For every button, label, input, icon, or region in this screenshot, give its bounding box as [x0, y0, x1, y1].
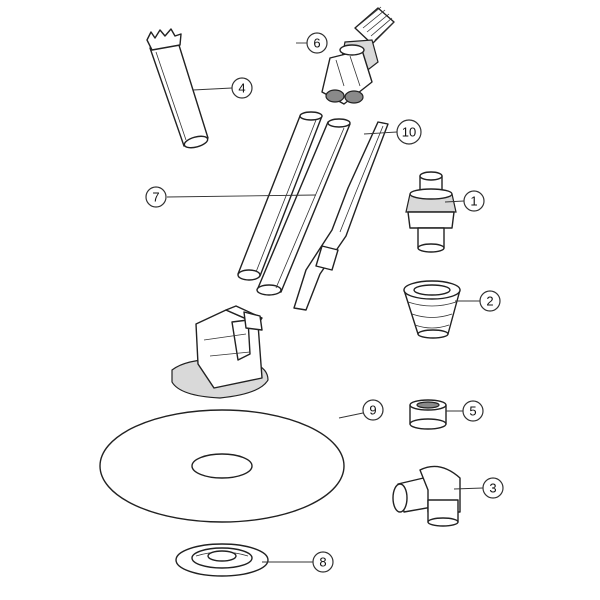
part-9-bristle-disc	[99, 409, 345, 523]
part-4-tube	[146, 28, 209, 149]
callout-6-label: 6	[313, 36, 320, 51]
callout-7: 7	[145, 186, 167, 208]
callout-10: 10	[396, 119, 422, 145]
callout-8-label: 8	[319, 555, 326, 570]
callout-5: 5	[462, 400, 484, 422]
part-7-tubes	[237, 111, 351, 296]
part-3-elbow	[392, 465, 461, 527]
callout-6: 6	[306, 32, 328, 54]
callout-3: 3	[482, 477, 504, 499]
part-6-swivel-connector	[321, 6, 395, 105]
callout-10-label: 10	[402, 125, 416, 140]
callout-7-label: 7	[152, 190, 159, 205]
callout-8: 8	[312, 551, 334, 573]
callout-9-label: 9	[369, 403, 376, 418]
callout-3-label: 3	[489, 481, 496, 496]
callout-2: 2	[479, 290, 501, 312]
part-5-ring	[409, 399, 447, 430]
callout-4: 4	[231, 77, 253, 99]
callout-9: 9	[362, 399, 384, 421]
cleaner-head	[171, 305, 269, 399]
part-8-base-plate	[175, 543, 269, 577]
callout-5-label: 5	[469, 404, 476, 419]
callout-1-label: 1	[470, 194, 477, 209]
callout-2-label: 2	[486, 294, 493, 309]
ribbed-hose-end	[354, 6, 395, 45]
part-1-fitting	[405, 171, 457, 253]
part-2-grommet	[403, 280, 461, 339]
callout-4-label: 4	[238, 81, 245, 96]
callouts: 6 4 10 7 1 2 9 5	[145, 32, 504, 573]
part-10-strap	[293, 121, 389, 311]
callout-1: 1	[463, 190, 485, 212]
